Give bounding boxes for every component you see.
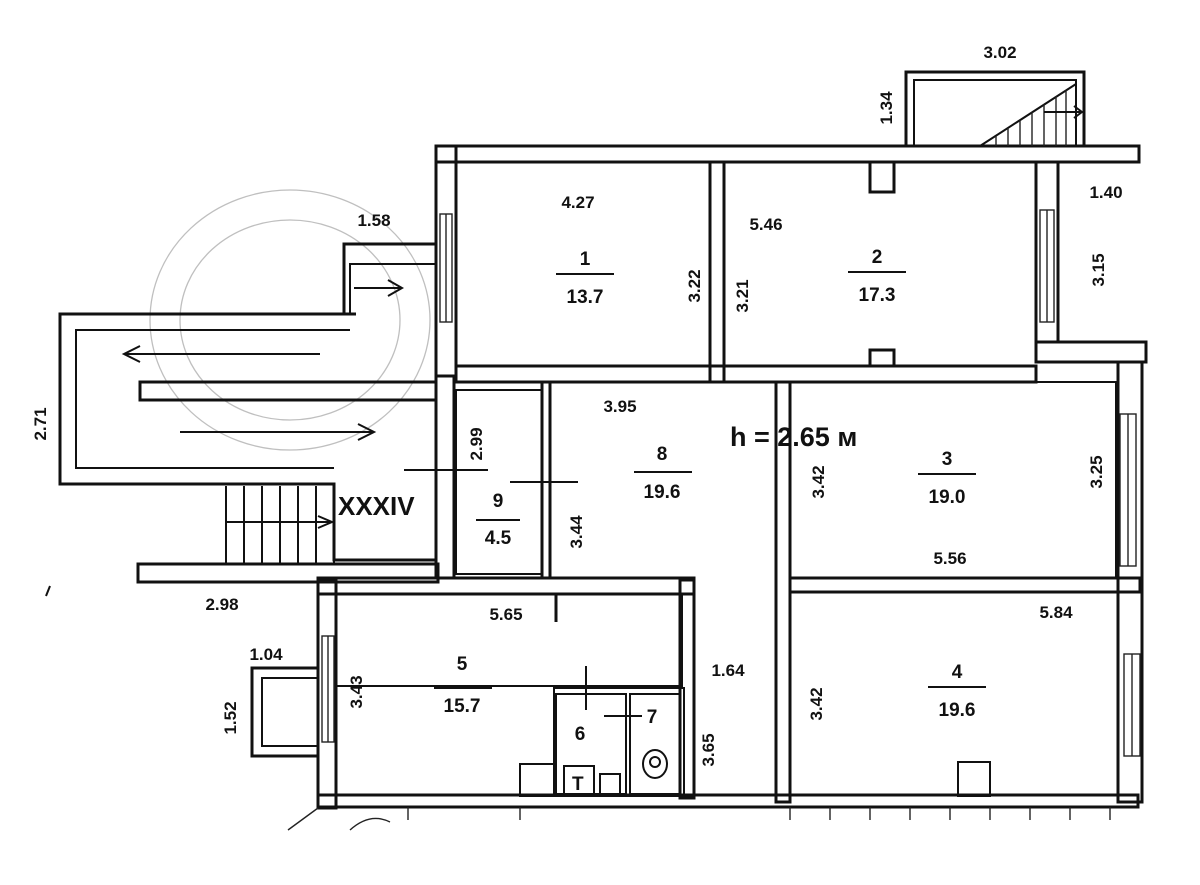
dimension-labels-vertical: 1.34 3.22 3.21 3.15 2.71 2.99 3.44 3.42 … bbox=[31, 91, 1108, 767]
room-5-number: 5 bbox=[457, 654, 468, 675]
room-2-label: 2 17.3 bbox=[848, 247, 906, 306]
room-8-area: 19.6 bbox=[644, 482, 681, 503]
room-2-number: 2 bbox=[872, 247, 883, 268]
dim-balcony-depth: 1.34 bbox=[877, 91, 896, 125]
room-labels: 1 13.7 2 17.3 3 19.0 4 19.6 5 15.7 6 7 8 bbox=[338, 247, 986, 745]
small-balcony bbox=[250, 666, 318, 758]
sink-mark: T bbox=[572, 774, 584, 795]
dim-r1-width: 4.27 bbox=[561, 193, 594, 212]
dim-r4-width: 5.84 bbox=[1039, 603, 1073, 622]
dim-r5-width: 5.65 bbox=[489, 605, 522, 624]
room-5-area: 15.7 bbox=[444, 696, 481, 717]
room-8-label: 8 19.6 bbox=[634, 444, 692, 503]
dim-r8-height: 3.44 bbox=[567, 515, 586, 549]
dim-r9-height: 2.99 bbox=[467, 427, 486, 460]
dim-corridor-height: 3.65 bbox=[699, 733, 718, 766]
dim-right-top-width: 1.40 bbox=[1089, 183, 1122, 202]
room-8-number: 8 bbox=[657, 444, 668, 465]
room-7-number: 7 bbox=[647, 707, 658, 728]
room-9-number: 9 bbox=[493, 491, 504, 512]
stamp-mark bbox=[149, 189, 431, 451]
interior-walls: T bbox=[335, 160, 1142, 804]
door-marks bbox=[585, 666, 642, 717]
room-4-number: 4 bbox=[952, 662, 963, 683]
room-5-label: 5 15.7 bbox=[434, 654, 492, 717]
outer-walls bbox=[316, 144, 1148, 810]
stairwell bbox=[58, 242, 578, 584]
windows bbox=[321, 209, 1141, 757]
room-3-label: 3 19.0 bbox=[918, 449, 976, 508]
dim-r3-height: 3.42 bbox=[809, 465, 828, 498]
dim-r2-height: 3.21 bbox=[733, 279, 752, 312]
bottom-windows bbox=[287, 807, 1111, 831]
dim-r3-width: 5.56 bbox=[933, 549, 966, 568]
dim-r4-height: 3.42 bbox=[807, 687, 826, 720]
ceiling-height-label: h = 2.65 м bbox=[730, 422, 857, 452]
dim-stair-height: 2.71 bbox=[31, 407, 50, 440]
room-9-label: 9 4.5 bbox=[476, 491, 520, 549]
dim-r2-width: 5.46 bbox=[749, 215, 782, 234]
stray-mark bbox=[45, 585, 51, 597]
room-3-number: 3 bbox=[942, 449, 953, 470]
dimension-labels: 3.02 4.27 5.46 1.40 1.58 3.95 5.56 2.98 … bbox=[205, 43, 1122, 680]
room-3-area: 19.0 bbox=[929, 487, 966, 508]
dim-right-top-height: 3.15 bbox=[1089, 253, 1108, 286]
dim-balcony-width: 3.02 bbox=[983, 43, 1016, 62]
room-1-number: 1 bbox=[580, 249, 591, 270]
dim-r1-height: 3.22 bbox=[685, 269, 704, 302]
room-2-area: 17.3 bbox=[859, 285, 896, 306]
dim-small-balcony-height: 1.52 bbox=[221, 701, 240, 734]
dim-r5-height: 3.43 bbox=[347, 675, 366, 708]
room-6-number: 6 bbox=[575, 724, 586, 745]
balcony-top bbox=[904, 70, 1086, 147]
dim-small-balcony-width: 1.04 bbox=[249, 645, 283, 664]
entrance-label: XXXIV bbox=[338, 491, 415, 521]
room-4-label: 4 19.6 bbox=[928, 662, 986, 721]
dim-stair-width: 2.98 bbox=[205, 595, 238, 614]
dim-r8-width: 3.95 bbox=[603, 397, 636, 416]
room-1-label: 1 13.7 bbox=[556, 249, 614, 308]
dim-corridor-width: 1.64 bbox=[711, 661, 745, 680]
dim-right-mid-height: 3.25 bbox=[1087, 455, 1106, 488]
room-4-area: 19.6 bbox=[939, 700, 976, 721]
room-9-area: 4.5 bbox=[485, 528, 512, 549]
room-1-area: 13.7 bbox=[567, 287, 604, 308]
dim-left-top: 1.58 bbox=[357, 211, 390, 230]
